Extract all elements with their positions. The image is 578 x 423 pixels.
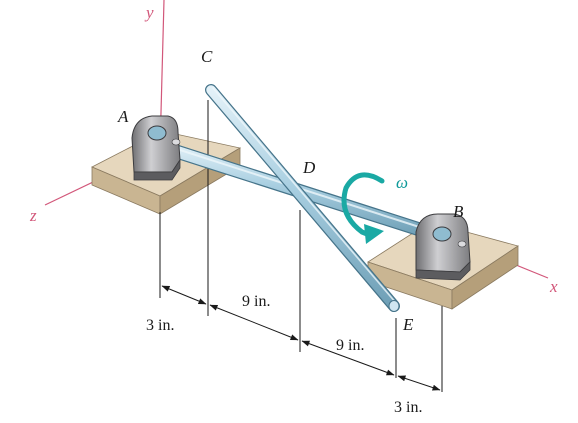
dim-line-3 [301, 340, 395, 376]
x-axis-label: x [549, 277, 558, 296]
dim-label-1: 3 in. [146, 317, 174, 334]
omega-rotation-arrow [341, 172, 385, 244]
point-e-label: E [402, 315, 414, 334]
point-d-label: D [302, 158, 316, 177]
bearing-b [415, 213, 471, 281]
dimension-lines [161, 285, 441, 391]
bearing-a [131, 115, 181, 181]
dim-line-1 [161, 285, 207, 305]
dim-label-4: 3 in. [394, 399, 422, 416]
dim-line-2 [209, 304, 299, 341]
omega-label: ω [396, 173, 408, 192]
dim-label-2: 9 in. [242, 293, 270, 310]
y-axis-label: y [144, 3, 154, 22]
rod-ce [205, 84, 400, 312]
dim-label-3: 9 in. [336, 337, 364, 354]
z-axis-label: z [29, 206, 37, 225]
point-a-label: A [117, 107, 129, 126]
point-c-label: C [201, 47, 213, 66]
point-b-label: B [453, 202, 464, 221]
extension-lines [159, 100, 443, 392]
dim-line-4 [397, 375, 441, 391]
